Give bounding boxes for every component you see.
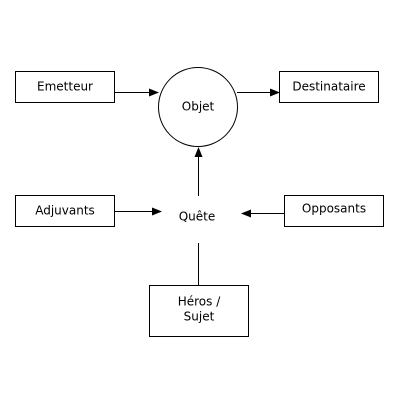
opposants-node: Opposants (284, 195, 384, 227)
adjuvants-label: Adjuvants (35, 204, 95, 218)
heros-label-line1: Héros / (178, 295, 221, 309)
adjuvants-node: Adjuvants (15, 195, 115, 227)
destinataire-node: Destinataire (279, 71, 379, 103)
opposants-label: Opposants (302, 202, 366, 216)
heros-sujet-node: Héros / Sujet (149, 285, 249, 337)
destinataire-label: Destinataire (292, 80, 365, 94)
quete-label: Quête (179, 210, 216, 224)
emetteur-node: Emetteur (15, 71, 115, 103)
objet-label: Objet (182, 100, 215, 114)
objet-node: Objet (158, 67, 238, 147)
heros-label-line2: Sujet (184, 310, 215, 324)
emetteur-label: Emetteur (37, 80, 93, 94)
